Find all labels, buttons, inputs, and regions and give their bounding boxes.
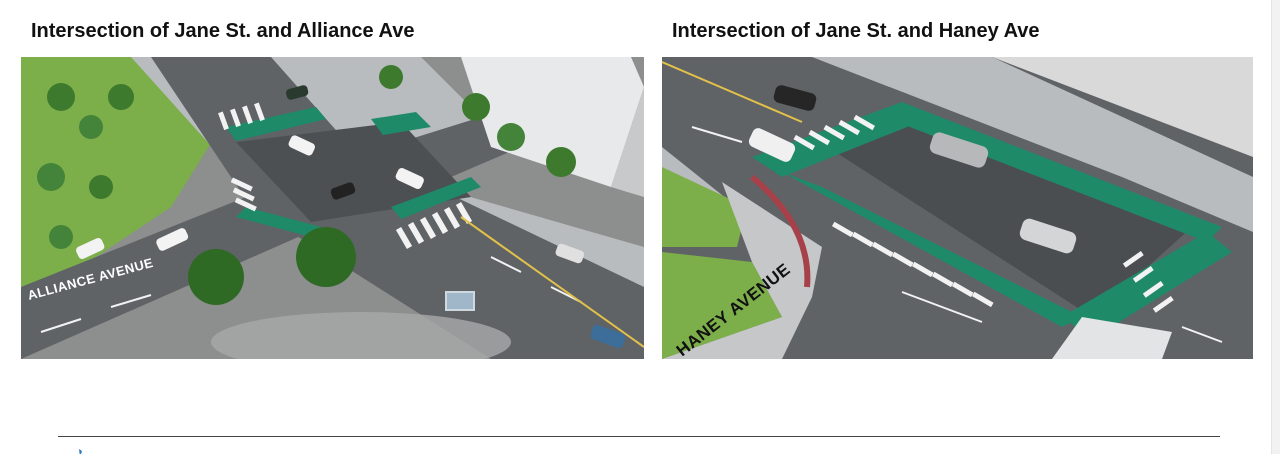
bus-shelter bbox=[445, 291, 475, 311]
crosswalk-south bbox=[395, 201, 473, 250]
crosswalk-west bbox=[831, 221, 994, 308]
haney-intersection-illustration: HANEY AVENUE bbox=[662, 57, 1253, 359]
foreground-blur bbox=[211, 312, 511, 359]
intersection-render-alliance: ALLIANCE AVENUE bbox=[21, 57, 644, 359]
building bbox=[461, 57, 644, 187]
bike-crossing-sw bbox=[236, 207, 321, 237]
scrollbar[interactable] bbox=[1271, 0, 1280, 454]
panel-title-haney: Intersection of Jane St. and Haney Ave bbox=[672, 20, 1040, 42]
crosswalk-east bbox=[1122, 251, 1174, 313]
building-corner bbox=[1052, 317, 1172, 359]
bike-lane-west bbox=[782, 172, 1082, 327]
crosswalk-north bbox=[793, 114, 876, 151]
bike-lane-south bbox=[1062, 232, 1232, 339]
bike-lane-east bbox=[897, 102, 1222, 242]
panel-title-alliance: Intersection of Jane St. and Alliance Av… bbox=[31, 20, 415, 42]
vehicles bbox=[748, 85, 1077, 254]
sidewalk-north bbox=[812, 57, 1253, 232]
building-side bbox=[611, 87, 644, 197]
bike-crossing-north bbox=[226, 107, 326, 141]
intersection-box bbox=[812, 117, 1192, 317]
building-roof bbox=[992, 57, 1253, 157]
crosswalk-west bbox=[230, 177, 257, 212]
logo-mark bbox=[76, 448, 90, 454]
lane-markings bbox=[40, 256, 582, 333]
grass-upper bbox=[662, 167, 747, 247]
intersection-render-haney: HANEY AVENUE bbox=[662, 57, 1253, 359]
bike-crossing-ne bbox=[371, 112, 431, 135]
footer-divider bbox=[58, 436, 1220, 437]
crosswalk-north bbox=[218, 102, 265, 131]
centre-line bbox=[662, 61, 803, 123]
centre-line bbox=[460, 216, 644, 348]
curved-sidewalk bbox=[662, 182, 822, 359]
grass-lower bbox=[662, 252, 782, 359]
bike-crossing-se bbox=[391, 177, 481, 219]
road-alliance-west bbox=[21, 187, 321, 359]
alliance-intersection-illustration: ALLIANCE AVENUE bbox=[21, 57, 644, 359]
lane-markings bbox=[691, 126, 1223, 343]
trees bbox=[37, 65, 576, 305]
curb-red bbox=[750, 174, 811, 288]
vehicles bbox=[76, 85, 626, 349]
